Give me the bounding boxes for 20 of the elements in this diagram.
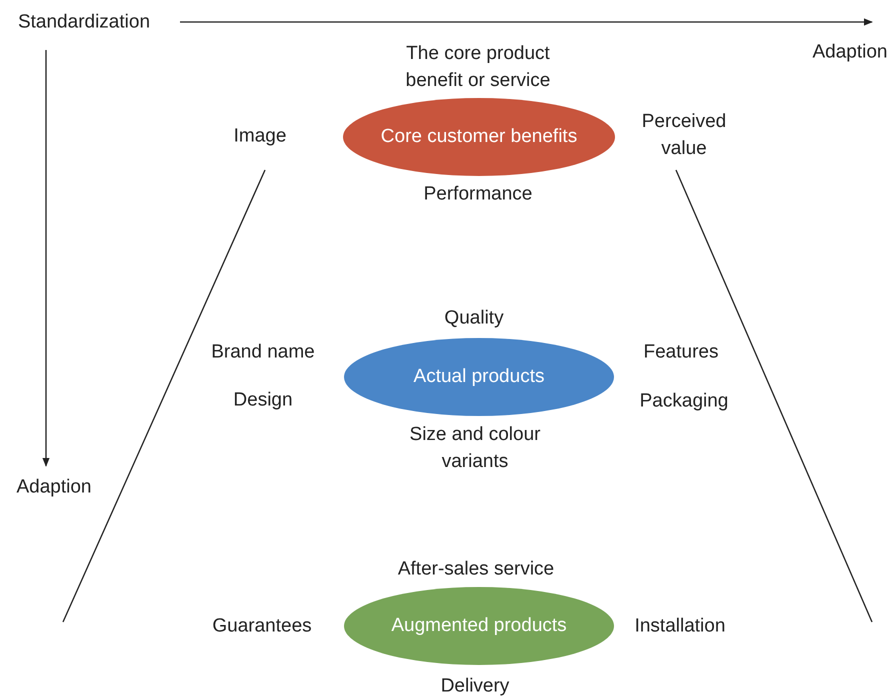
attribute-label: Brand name	[211, 340, 315, 364]
axis-label: Adaption	[812, 40, 888, 64]
ellipse-node: Augmented products	[344, 587, 614, 665]
ellipse-node: Core customer benefits	[343, 98, 615, 176]
attribute-label: Installation	[634, 614, 726, 638]
attribute-label: Image	[234, 124, 286, 148]
attribute-label: Delivery	[440, 674, 510, 697]
attribute-label: Guarantees	[212, 614, 312, 638]
attribute-label: Packaging	[640, 390, 728, 414]
attribute-label: Features	[644, 340, 718, 364]
ellipse-node: Actual products	[344, 338, 614, 416]
attribute-label: Design	[233, 388, 293, 412]
axis-label: Adaption	[16, 476, 92, 500]
attribute-label: The core product benefit or service	[404, 42, 552, 93]
axis-label: Standardization	[18, 10, 150, 34]
attribute-label: Performance	[424, 182, 532, 206]
attribute-label: Size and colour variants	[408, 423, 542, 474]
attribute-label: After-sales service	[398, 558, 554, 582]
attribute-label: Perceived value	[640, 110, 728, 161]
attribute-label: Quality	[444, 306, 504, 330]
